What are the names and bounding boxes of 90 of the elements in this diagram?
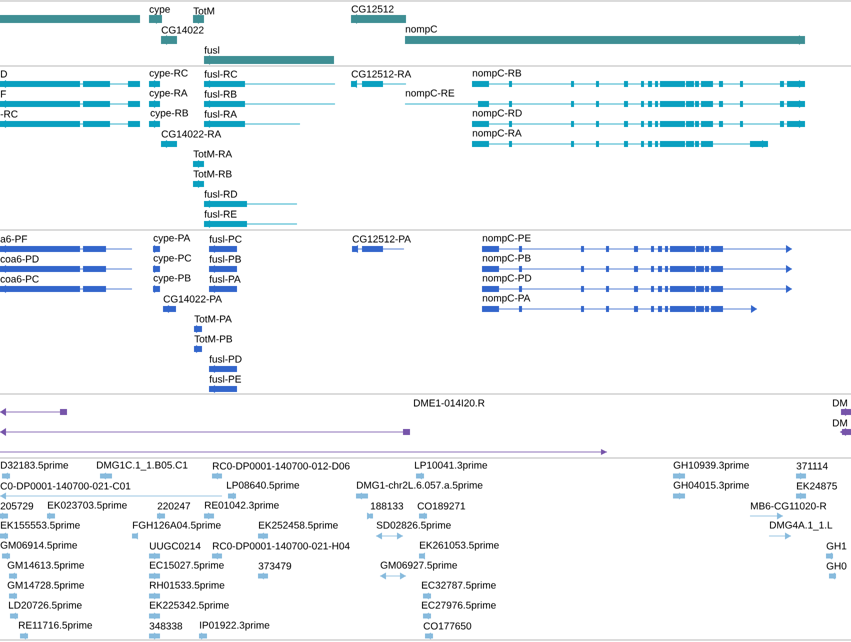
gene-label: 220247 bbox=[158, 502, 190, 510]
gene-label: nompC-PD bbox=[482, 274, 532, 284]
gene-label: fusl-RA bbox=[204, 110, 237, 118]
gene-label: TotM-RA bbox=[193, 150, 232, 158]
gene-label: GH10939.3prime bbox=[674, 461, 749, 471]
gene-label: EK023703.5prime bbox=[48, 501, 127, 511]
gene-label: D bbox=[1, 70, 7, 78]
gene-label: RC0-DP0001-140700-012-D06 bbox=[213, 462, 350, 470]
gene-label: fusl-PC bbox=[209, 235, 242, 243]
gene-label: EC15027.5prime bbox=[150, 561, 224, 571]
gene-label: nompC-RA bbox=[472, 129, 522, 139]
gene-label: RH01533.5prime bbox=[150, 581, 224, 591]
gene-label: CG12512-RA bbox=[352, 70, 412, 78]
gene-label: MB6-CG11020-R bbox=[751, 502, 826, 510]
gene-label: GM14728.5prime bbox=[8, 581, 84, 591]
gene-label: cype-RB bbox=[150, 110, 188, 118]
gene-label: coa6-PC bbox=[0, 275, 39, 283]
gene-label: IP01922.3prime bbox=[200, 621, 270, 631]
gene-label: fusl-PE bbox=[209, 375, 241, 383]
gene-label: EK261053.5prime bbox=[420, 541, 499, 551]
gene-label: TotM-RB bbox=[193, 170, 232, 178]
gene-label: FGH126A04.5prime bbox=[133, 521, 221, 531]
gene-label: EK225342.5prime bbox=[150, 601, 229, 611]
gene-label: EK252458.5prime bbox=[259, 521, 338, 531]
gene-label: cype-PC bbox=[154, 254, 192, 264]
gene-label: CG14022-PA bbox=[164, 295, 222, 303]
gene-label: GM06927.5prime bbox=[380, 561, 457, 571]
gene-label: LD20726.5prime bbox=[9, 601, 82, 611]
gene-label: CG12512-PA bbox=[352, 235, 411, 243]
gene-label: nompC-PA bbox=[482, 294, 530, 304]
gene-label: nompC-PE bbox=[482, 234, 531, 244]
gene-label: cype-RA bbox=[150, 90, 188, 98]
gene-label: fusl-RB bbox=[204, 90, 236, 98]
gene-label: 205729 bbox=[0, 502, 34, 510]
gene-label: TotM-PB bbox=[194, 336, 232, 342]
gene-label: a6-PF bbox=[0, 235, 28, 243]
gene-label: 371114 bbox=[796, 462, 828, 470]
gene-label: 348338 bbox=[150, 622, 182, 630]
gene-label: C0-DP0001-140700-021-C01 bbox=[0, 482, 130, 490]
gene-label: D32183.5prime bbox=[1, 461, 68, 471]
gene-label: CO189271 bbox=[418, 502, 466, 510]
gene-label: fusl bbox=[204, 46, 220, 54]
gene-label: fusl-PD bbox=[209, 355, 242, 363]
gene-label: cype-RC bbox=[150, 69, 188, 79]
gene-label: CO177650 bbox=[424, 622, 472, 630]
gene-label: RC0-DP0001-140700-021-H04 bbox=[213, 542, 350, 550]
gene-label: EK155553.5prime bbox=[1, 521, 80, 531]
gene-label: GH1 bbox=[826, 542, 846, 550]
gene-label: DM bbox=[833, 420, 847, 426]
gene-label: nompC-RD bbox=[472, 109, 522, 119]
gene-label: GH0 bbox=[826, 562, 846, 570]
gene-label: GH04015.3prime bbox=[674, 481, 749, 491]
gene-label: UUGC0214 bbox=[150, 542, 201, 550]
gene-label: coa6-PD bbox=[0, 255, 39, 263]
gene-label: EC32787.5prime bbox=[422, 581, 496, 591]
gene-label: EC27976.5prime bbox=[422, 601, 496, 611]
gene-label: DMG1-chr2L.6.057.a.5prime bbox=[357, 481, 482, 491]
gene-label: fusl-RC bbox=[204, 70, 238, 78]
gene-label: fusl-RE bbox=[204, 210, 237, 218]
gene-label: -RC bbox=[0, 110, 18, 118]
gene-label: DM bbox=[833, 400, 847, 406]
gene-label: CG14022 bbox=[162, 26, 204, 34]
gene-label: GM14613.5prime bbox=[8, 561, 84, 571]
gene-label: SD02826.5prime bbox=[376, 521, 451, 531]
gene-label: RE11716.5prime bbox=[19, 621, 92, 631]
gene-label: LP08640.5prime bbox=[227, 481, 300, 491]
gene-label: DMG1C.1_1.B05.C1 bbox=[97, 462, 188, 470]
gene-label: CG14022-RA bbox=[162, 130, 222, 138]
gene-label: EK24875 bbox=[797, 482, 837, 490]
gene-label: DME1-014I20.R bbox=[414, 399, 484, 407]
gene-label: cype-PA bbox=[154, 234, 190, 244]
gene-label: CG12512 bbox=[352, 5, 394, 13]
gene-label: nompC bbox=[406, 25, 438, 35]
gene-label: fusl-RD bbox=[204, 190, 238, 198]
gene-label: 188133 bbox=[370, 502, 404, 510]
gene-label: fusl-PB bbox=[209, 255, 241, 263]
gene-label: nompC-PB bbox=[482, 254, 531, 264]
gene-label: RE01042.3prime bbox=[205, 501, 279, 511]
gene-label: nompC-RE bbox=[406, 89, 454, 99]
gene-label: cype-PB bbox=[154, 274, 190, 284]
gene-label: F bbox=[1, 90, 6, 98]
gene-label: GM06914.5prime bbox=[0, 541, 77, 551]
gene-label: TotM-PA bbox=[194, 316, 232, 322]
gene-label: TotM bbox=[193, 8, 214, 14]
gene-label: cype bbox=[150, 7, 170, 15]
gene-label: nompC-RB bbox=[472, 69, 522, 79]
gene-label: LP10041.3prime bbox=[415, 461, 488, 471]
gene-label: 373479 bbox=[258, 562, 292, 570]
gene-label: fusl-PA bbox=[209, 275, 241, 283]
gene-label: DMG4A.1_1.L bbox=[770, 522, 832, 530]
